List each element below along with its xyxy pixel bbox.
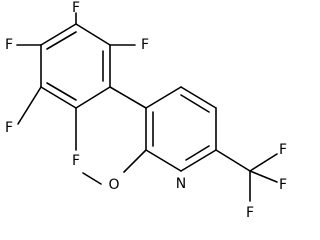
fluorine-atom-left-lower: F: [5, 120, 13, 136]
fluorine-atom-top: F: [72, 0, 80, 16]
pyridine-ring: [145, 86, 217, 172]
fluorine-atom-bottom: F: [72, 153, 80, 169]
bond-ring-cf3: [215, 149, 251, 172]
fluorine-atom-cf3-bottom: F: [246, 205, 254, 221]
bond-c1-c2: [75, 23, 111, 46]
nitrogen-atom: N: [176, 176, 186, 192]
bond-c-f-left-lower: [17, 86, 42, 125]
bond-n-p5: [145, 149, 182, 172]
pyridine-double-inner-2: [185, 145, 210, 161]
bond-c6-c1: [40, 23, 77, 46]
bond-c4-c5: [40, 86, 77, 109]
pentafluorophenyl-ring: [16, 12, 136, 151]
bond-o-ch3: [82, 172, 102, 185]
chemical-structure-canvas: F F F F F N O F F F: [4, 0, 288, 221]
bond-p2-p3: [180, 86, 217, 109]
fluorine-atom-cf3-mid: F: [279, 177, 287, 193]
bond-p1-p2: [145, 86, 182, 109]
fluorine-atom-right: F: [141, 37, 149, 53]
oxygen-atom: O: [108, 177, 119, 193]
bond-p4-n: [180, 149, 217, 172]
fluorine-atom-cf3-top: F: [279, 142, 287, 158]
molecule-drawing: F F F F F N O F F F: [5, 0, 287, 221]
bond-cf3-f-mid: [249, 170, 278, 183]
double-bond-inner-3: [46, 31, 77, 50]
biaryl-bond: [109, 86, 147, 109]
bond-c3-c4: [75, 86, 111, 109]
double-bond-inner-2: [46, 82, 77, 101]
bond-c-o: [123, 149, 147, 173]
fluorine-atom-left-upper: F: [5, 37, 13, 53]
pyridine-double-inner-1: [180, 94, 210, 113]
bond-cf3-f-top: [249, 153, 278, 172]
